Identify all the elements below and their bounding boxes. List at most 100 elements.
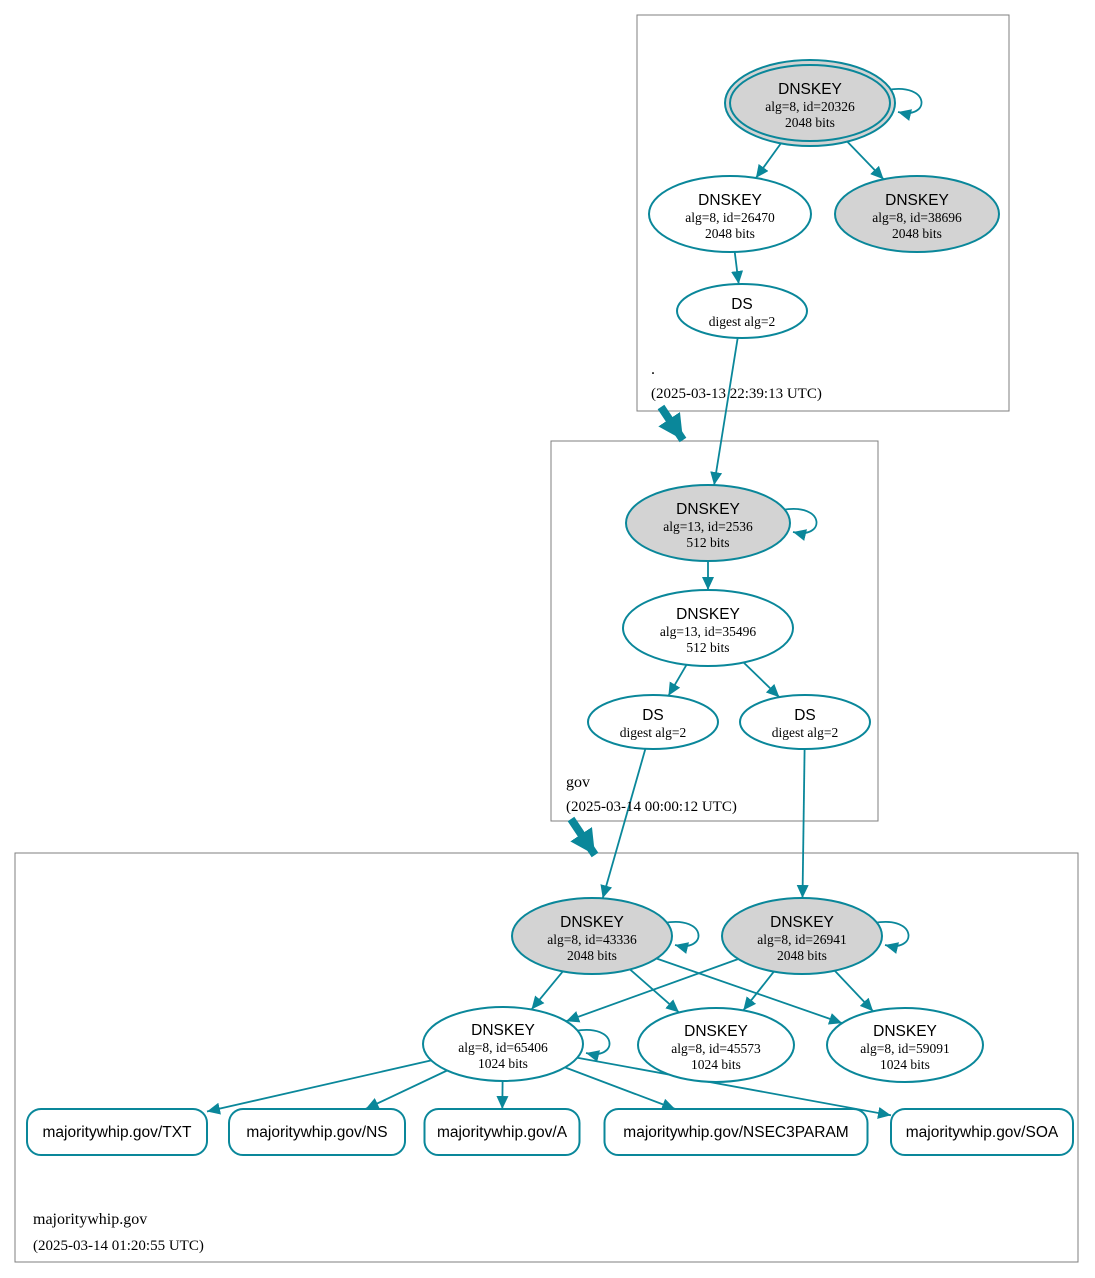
zone-timestamp-majoritywhip-gov: (2025-03-14 01:20:55 UTC) <box>33 1238 204 1254</box>
node-alg-id-label: alg=8, id=20326 <box>765 99 855 114</box>
node-alg-id-label: alg=13, id=35496 <box>660 624 756 639</box>
node-type-label: DNSKEY <box>676 501 740 518</box>
node-type-label: DNSKEY <box>676 606 740 623</box>
inner-ring <box>729 64 891 142</box>
node-shape <box>423 1108 581 1156</box>
zone-label-root: . <box>651 361 655 378</box>
node-shape <box>587 694 719 750</box>
node-type-label: DNSKEY <box>778 81 842 98</box>
rrset-a-node[interactable]: majoritywhip.gov/A <box>423 1108 581 1156</box>
node-bits-label: 2048 bits <box>705 226 755 241</box>
zone-timestamp-root: (2025-03-13 22:39:13 UTC) <box>651 386 822 402</box>
node-type-label: DNSKEY <box>698 192 762 209</box>
node-shape <box>228 1108 406 1156</box>
node-digest-label: digest alg=2 <box>709 314 775 329</box>
zone-box-majoritywhip-gov <box>14 852 1079 1263</box>
node-bits-label: 2048 bits <box>785 115 835 130</box>
node-shape <box>834 175 1000 253</box>
zone-box-gov <box>550 440 879 822</box>
edge-dnskey-35496-to-ds-gov-right <box>742 661 781 698</box>
edge-dnskey-43336-to-dnskey-65406 <box>530 970 564 1010</box>
rrset-ns-node[interactable]: majoritywhip.gov/NS <box>228 1108 406 1156</box>
rrset-txt-node[interactable]: majoritywhip.gov/TXT <box>26 1108 208 1156</box>
node-bits-label: 2048 bits <box>567 948 617 963</box>
node-type-label: DNSKEY <box>885 192 949 209</box>
edge-dnskey-20326-to-dnskey-26470 <box>755 142 782 179</box>
edge-ds-gov-right-to-dnskey-26941 <box>796 748 809 899</box>
node-alg-id-label: alg=8, id=38696 <box>872 210 962 225</box>
edge-ds-root-to-dnskey-2536 <box>710 337 739 486</box>
node-shape <box>826 1007 984 1083</box>
edge-dnskey-65406-to-rrset-ns <box>365 1069 448 1110</box>
rrset-name-label: majoritywhip.gov/NSEC3PARAM <box>623 1124 848 1141</box>
node-alg-id-label: alg=8, id=65406 <box>458 1040 548 1055</box>
edge-dnskey-35496-to-ds-gov-left <box>667 664 688 697</box>
node-alg-id-label: alg=8, id=26941 <box>757 932 846 947</box>
node-bits-label: 1024 bits <box>691 1057 741 1072</box>
edge-dnskey-20326-to-dnskey-38696 <box>846 140 885 180</box>
node-shape <box>26 1108 208 1156</box>
self-sign-edge-dnskey-20326 <box>886 87 923 121</box>
node-alg-id-label: alg=8, id=59091 <box>860 1041 949 1056</box>
node-type-label: DNSKEY <box>560 914 624 931</box>
node-bits-label: 2048 bits <box>777 948 827 963</box>
self-sign-edge-dnskey-65406 <box>574 1028 611 1062</box>
node-digest-label: digest alg=2 <box>772 725 838 740</box>
node-shape <box>648 175 812 253</box>
node-shape <box>625 484 791 562</box>
rrset-nsec3param-node[interactable]: majoritywhip.gov/NSEC3PARAM <box>603 1108 869 1156</box>
node-bits-label: 1024 bits <box>880 1057 930 1072</box>
node-shape <box>422 1006 584 1082</box>
zone-label-gov: gov <box>566 774 590 791</box>
zone-timestamp-gov: (2025-03-14 00:00:12 UTC) <box>566 799 737 815</box>
node-bits-label: 1024 bits <box>478 1056 528 1071</box>
self-sign-edge-dnskey-43336 <box>663 920 700 954</box>
zone-delegation-arrow <box>657 404 687 443</box>
node-type-label: DS <box>642 707 664 724</box>
node-type-label: DNSKEY <box>471 1022 535 1039</box>
node-alg-id-label: alg=8, id=26470 <box>685 210 775 225</box>
edge-dnskey-65406-to-rrset-nsec3param <box>564 1066 676 1111</box>
self-sign-edge-dnskey-26941 <box>873 920 910 954</box>
node-bits-label: 2048 bits <box>892 226 942 241</box>
node-alg-id-label: alg=8, id=43336 <box>547 932 637 947</box>
node-shape <box>511 897 673 975</box>
edge-dnskey-65406-to-rrset-soa <box>577 1056 892 1119</box>
edge-dnskey-26941-to-dnskey-59091 <box>834 970 874 1012</box>
node-shape <box>622 589 794 667</box>
rrset-soa-node[interactable]: majoritywhip.gov/SOA <box>890 1108 1074 1156</box>
rrset-name-label: majoritywhip.gov/TXT <box>42 1124 192 1141</box>
node-type-label: DS <box>794 707 816 724</box>
rrset-name-label: majoritywhip.gov/A <box>437 1124 568 1141</box>
edge-dnskey-26470-to-ds-root <box>731 251 744 285</box>
edge-dnskey-26941-to-dnskey-45573 <box>742 971 775 1011</box>
node-type-label: DNSKEY <box>873 1023 937 1040</box>
rrset-name-label: majoritywhip.gov/NS <box>246 1124 387 1141</box>
node-shape <box>739 694 871 750</box>
node-shape <box>637 1007 795 1083</box>
edge-ds-gov-left-to-dnskey-43336 <box>600 748 647 899</box>
node-alg-id-label: alg=8, id=45573 <box>671 1041 761 1056</box>
node-shape <box>890 1108 1074 1156</box>
node-shape <box>721 897 883 975</box>
node-bits-label: 512 bits <box>686 535 729 550</box>
self-sign-edge-dnskey-2536 <box>781 507 818 541</box>
rrset-name-label: majoritywhip.gov/SOA <box>906 1124 1059 1141</box>
edge-dnskey-43336-to-dnskey-59091 <box>656 957 843 1025</box>
node-digest-label: digest alg=2 <box>620 725 686 740</box>
edge-dnskey-65406-to-rrset-txt <box>206 1059 432 1115</box>
node-type-label: DNSKEY <box>770 914 834 931</box>
